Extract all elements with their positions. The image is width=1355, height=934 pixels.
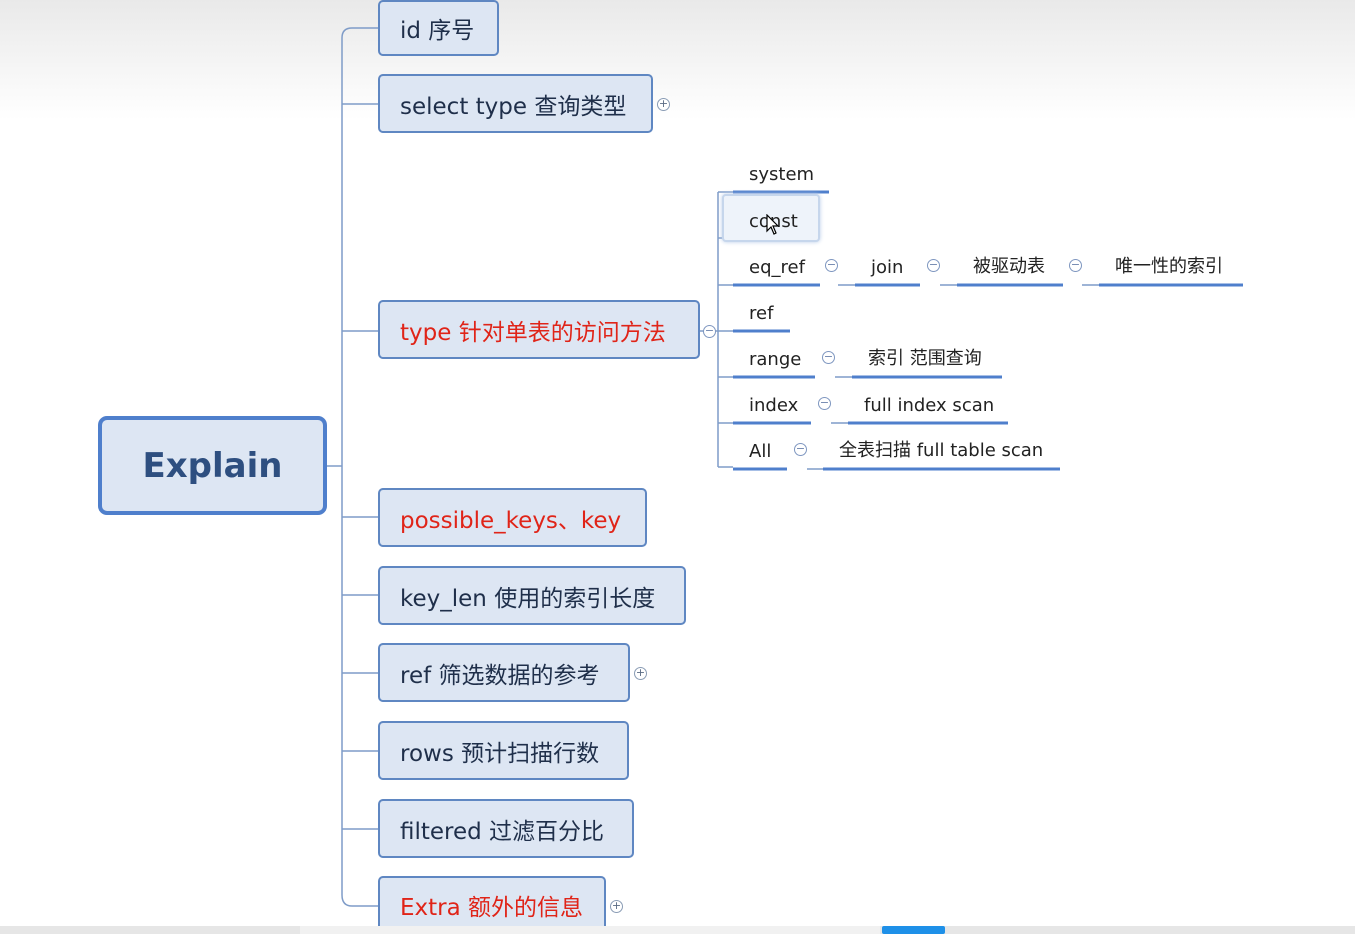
branch-possible-keys[interactable]: possible_keys、key <box>378 488 647 547</box>
leaf-eq-ref[interactable]: eq_ref <box>733 256 805 278</box>
branch-label: Extra 额外的信息 <box>400 895 584 921</box>
leaf-system[interactable]: system <box>733 163 814 185</box>
branch-label: filtered 过滤百分比 <box>400 818 605 845</box>
branch-label: id 序号 <box>400 18 475 44</box>
plus-circle-icon[interactable]: + <box>634 666 647 680</box>
leaf-label: index <box>749 395 799 416</box>
branch-label: select type 查询类型 <box>400 93 627 120</box>
mouse-cursor-icon <box>766 214 780 235</box>
leaf-label: 被驱动表 <box>973 256 1045 277</box>
minus-circle-icon[interactable]: − <box>818 396 831 410</box>
minus-circle-icon[interactable]: − <box>1069 258 1082 272</box>
leaf-ref[interactable]: ref <box>733 302 773 324</box>
branch-filtered[interactable]: filtered 过滤百分比 <box>378 799 634 858</box>
plus-circle-icon[interactable]: + <box>657 97 670 111</box>
branch-key-len[interactable]: key_len 使用的索引长度 <box>378 566 686 625</box>
branch-id[interactable]: id 序号 <box>378 0 499 56</box>
leaf-label: system <box>749 164 815 185</box>
scrollbar-thumb[interactable] <box>882 926 945 934</box>
minus-circle-icon[interactable]: − <box>927 258 940 272</box>
leaf-label: All <box>749 441 772 462</box>
leaf-all[interactable]: All <box>733 440 771 462</box>
branch-label: key_len 使用的索引长度 <box>400 585 656 612</box>
leaf-full-index-scan[interactable]: full index scan <box>848 394 994 416</box>
leaf-index-range-query[interactable]: 索引 范围查询 <box>852 348 982 370</box>
minus-circle-icon[interactable]: − <box>703 324 716 338</box>
leaf-label: range <box>749 349 802 370</box>
plus-circle-icon[interactable]: + <box>610 899 623 913</box>
minus-circle-icon[interactable]: − <box>794 442 807 456</box>
leaf-index[interactable]: index <box>733 394 798 416</box>
selection-highlight <box>722 194 820 242</box>
minus-circle-icon[interactable]: − <box>822 350 835 364</box>
leaf-driven-table[interactable]: 被驱动表 <box>957 256 1045 278</box>
branch-label: possible_keys、key <box>400 507 622 534</box>
leaf-label: 唯一性的索引 <box>1115 256 1223 277</box>
leaf-unique-index[interactable]: 唯一性的索引 <box>1099 256 1223 278</box>
root-node-explain[interactable]: Explain <box>98 416 327 515</box>
leaf-label: 索引 范围查询 <box>868 348 982 369</box>
leaf-join[interactable]: join <box>855 256 903 278</box>
branch-label: type 针对单表的访问方法 <box>400 319 666 346</box>
leaf-label: ref <box>749 303 774 324</box>
branch-extra[interactable]: Extra 额外的信息 <box>378 876 606 934</box>
leaf-label: full index scan <box>864 395 995 416</box>
branch-ref[interactable]: ref 筛选数据的参考 <box>378 643 630 702</box>
leaf-full-table-scan[interactable]: 全表扫描 full table scan <box>823 440 1043 462</box>
leaf-label: join <box>871 257 904 278</box>
branch-label: ref 筛选数据的参考 <box>400 662 600 689</box>
leaf-label: 全表扫描 full table scan <box>839 440 1044 461</box>
leaf-label: eq_ref <box>749 257 805 278</box>
branch-label: rows 预计扫描行数 <box>400 740 600 767</box>
root-label: Explain <box>142 445 283 486</box>
minus-circle-icon[interactable]: − <box>825 258 838 272</box>
leaf-range[interactable]: range <box>733 348 801 370</box>
branch-rows[interactable]: rows 预计扫描行数 <box>378 721 629 780</box>
branch-type[interactable]: type 针对单表的访问方法 <box>378 300 700 359</box>
scrollbar-track[interactable] <box>300 926 880 934</box>
branch-select-type[interactable]: select type 查询类型 <box>378 74 653 133</box>
